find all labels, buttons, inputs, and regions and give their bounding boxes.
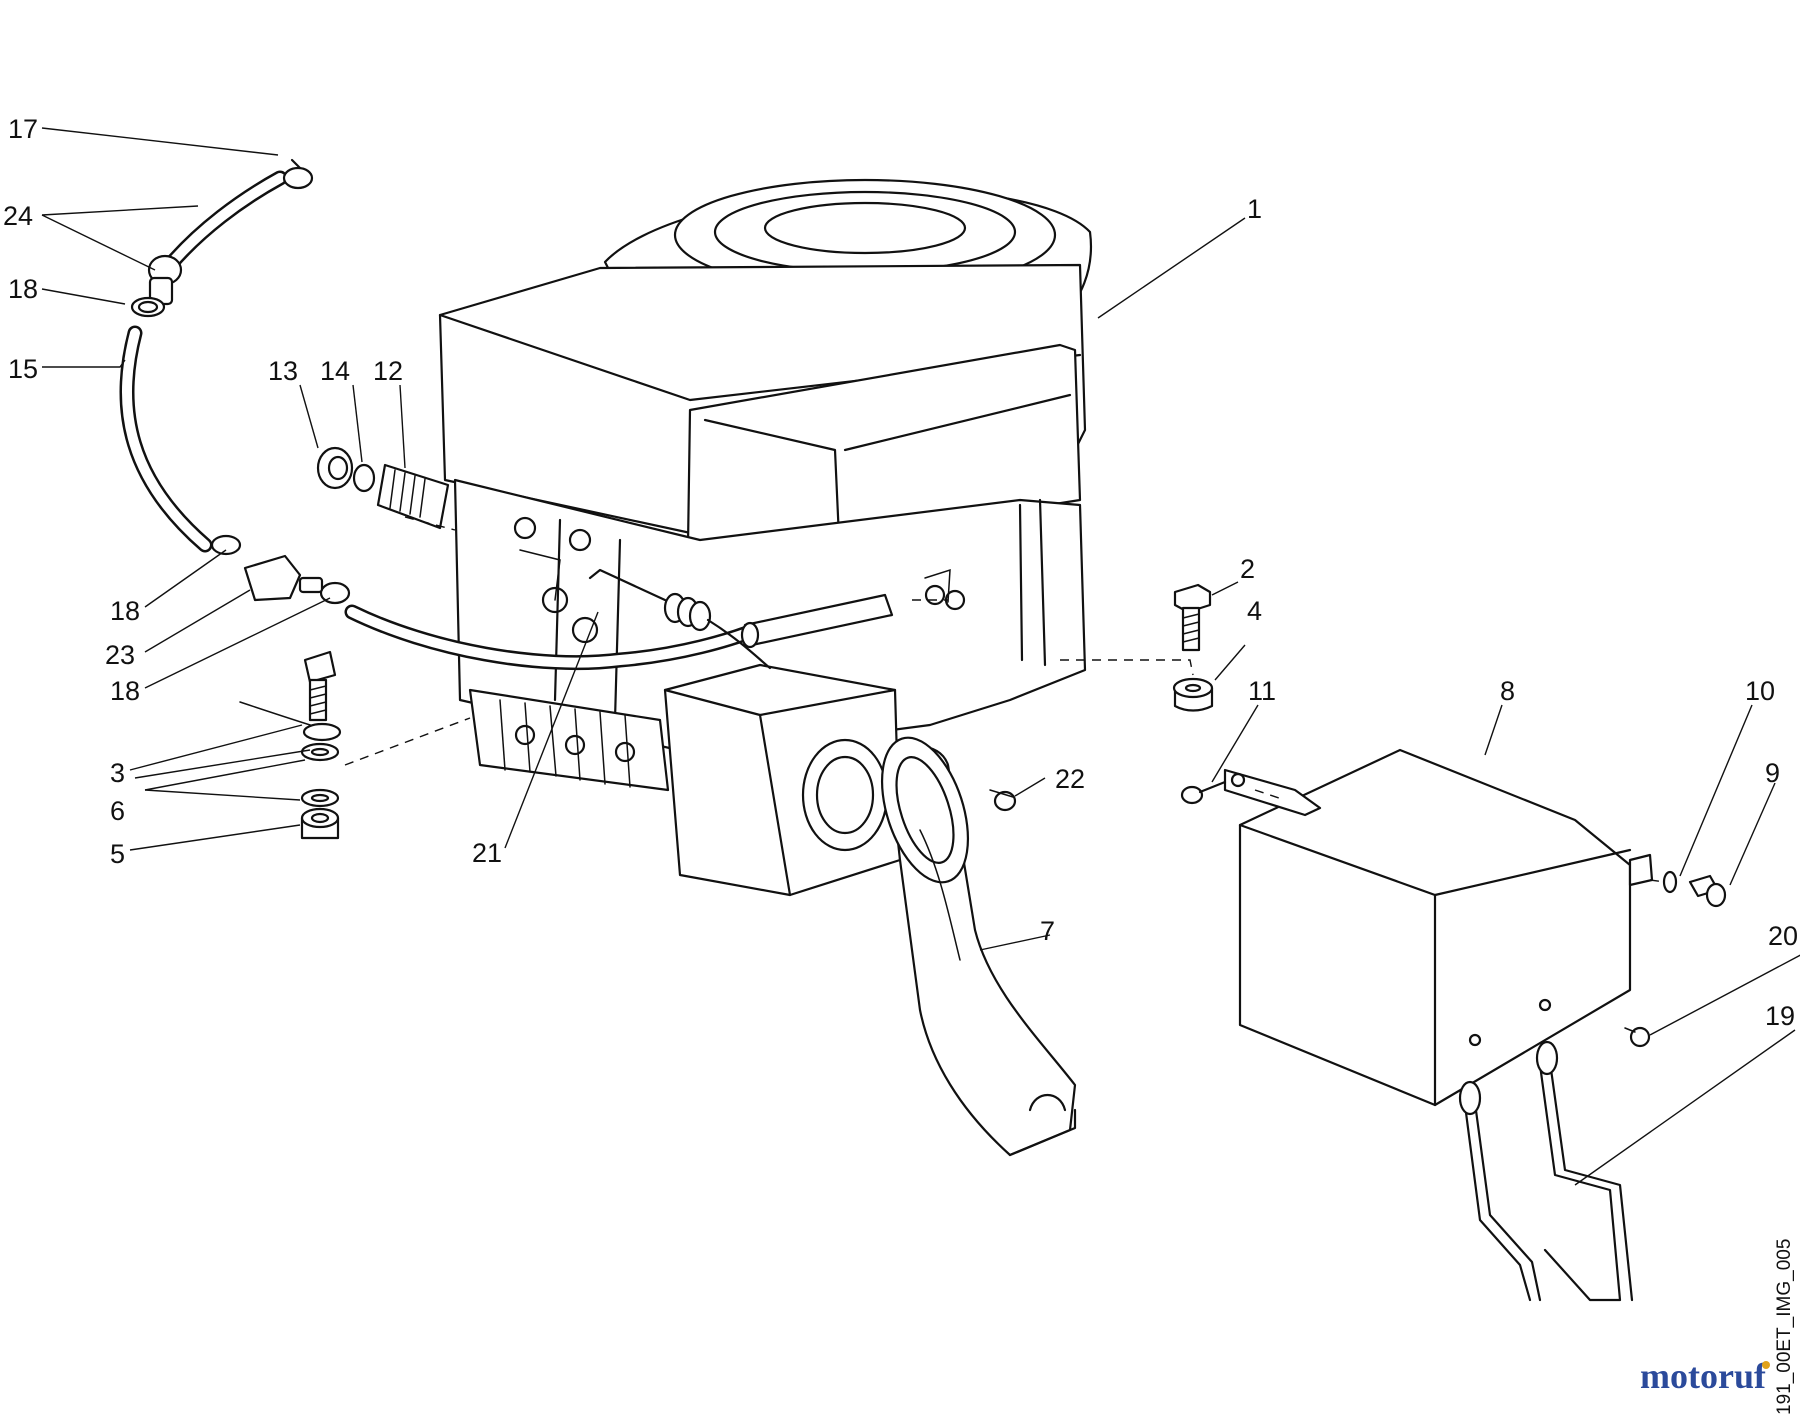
- washer-part-10: [1662, 870, 1678, 894]
- callout-labels: 1 2 4 11 8 10 9 20 19 7 22 21 3 6 5 18 2…: [3, 114, 1798, 1031]
- hose-clamp-part-18-pump: [319, 581, 351, 605]
- assembly-lines: [344, 516, 1666, 883]
- callout-9: 9: [1765, 758, 1780, 788]
- washer-part-14: [352, 463, 376, 493]
- screw-part-11: [1180, 780, 1227, 805]
- washer-part-6: [300, 742, 340, 808]
- callout-17: 17: [8, 114, 38, 144]
- callout-15: 15: [8, 354, 38, 384]
- callout-7: 7: [1040, 916, 1055, 946]
- spring-part-21: [588, 568, 772, 670]
- callout-18-lower-b: 18: [110, 676, 140, 706]
- callout-8: 8: [1500, 676, 1515, 706]
- watermark-text: motoruf: [1640, 1356, 1767, 1396]
- bolt-part-2: [1173, 583, 1212, 652]
- screw-part-20: [1624, 1026, 1651, 1048]
- tank-strap-part-19: [1458, 1040, 1634, 1302]
- callout-21: 21: [472, 838, 502, 868]
- callout-12: 12: [373, 356, 403, 386]
- callout-5: 5: [110, 839, 125, 869]
- fuel-hose-part-15: [119, 325, 213, 553]
- fuel-hose-part-24: [147, 170, 288, 306]
- hose-clamp-part-17: [282, 158, 314, 190]
- fuel-tank-part-8: [1223, 748, 1654, 1107]
- callout-2: 2: [1240, 554, 1255, 584]
- drawing-code: 191_00ET_IMG_005: [1774, 1239, 1795, 1415]
- callout-1: 1: [1247, 194, 1262, 224]
- screw-part-9: [1688, 874, 1727, 908]
- callout-13: 13: [268, 356, 298, 386]
- callout-19: 19: [1765, 1001, 1795, 1031]
- fitting-part-12: [376, 463, 450, 530]
- fuel-fitting-part-23: [243, 554, 324, 602]
- callout-14: 14: [320, 356, 350, 386]
- callout-23: 23: [105, 640, 135, 670]
- callout-4: 4: [1247, 596, 1262, 626]
- leader-lines: [41, 127, 1800, 1186]
- callout-18-lower-a: 18: [110, 596, 140, 626]
- watermark-logo: motoruf: [1640, 1356, 1770, 1396]
- callout-22: 22: [1055, 764, 1085, 794]
- fuel-hose-to-engine: [344, 593, 894, 671]
- spacer-part-5: [300, 807, 340, 840]
- callout-6: 6: [110, 796, 125, 826]
- hose-clamp-part-18-lower: [210, 534, 242, 556]
- callout-10: 10: [1745, 676, 1775, 706]
- exhaust-pipe-part-7: [880, 736, 1077, 1157]
- spacer-part-4: [1172, 677, 1214, 712]
- callout-3: 3: [110, 758, 125, 788]
- screw-part-22: [989, 789, 1017, 812]
- callout-24: 24: [3, 201, 33, 231]
- watermark-dot: [1762, 1361, 1770, 1369]
- hose-clamp-part-18-upper: [130, 296, 166, 318]
- callout-20: 20: [1768, 921, 1798, 951]
- callout-18-upper: 18: [8, 274, 38, 304]
- bolt-part-3: [239, 650, 342, 742]
- callout-11: 11: [1248, 676, 1276, 706]
- engine-part-1: [438, 178, 1092, 897]
- nut-part-13: [316, 446, 354, 490]
